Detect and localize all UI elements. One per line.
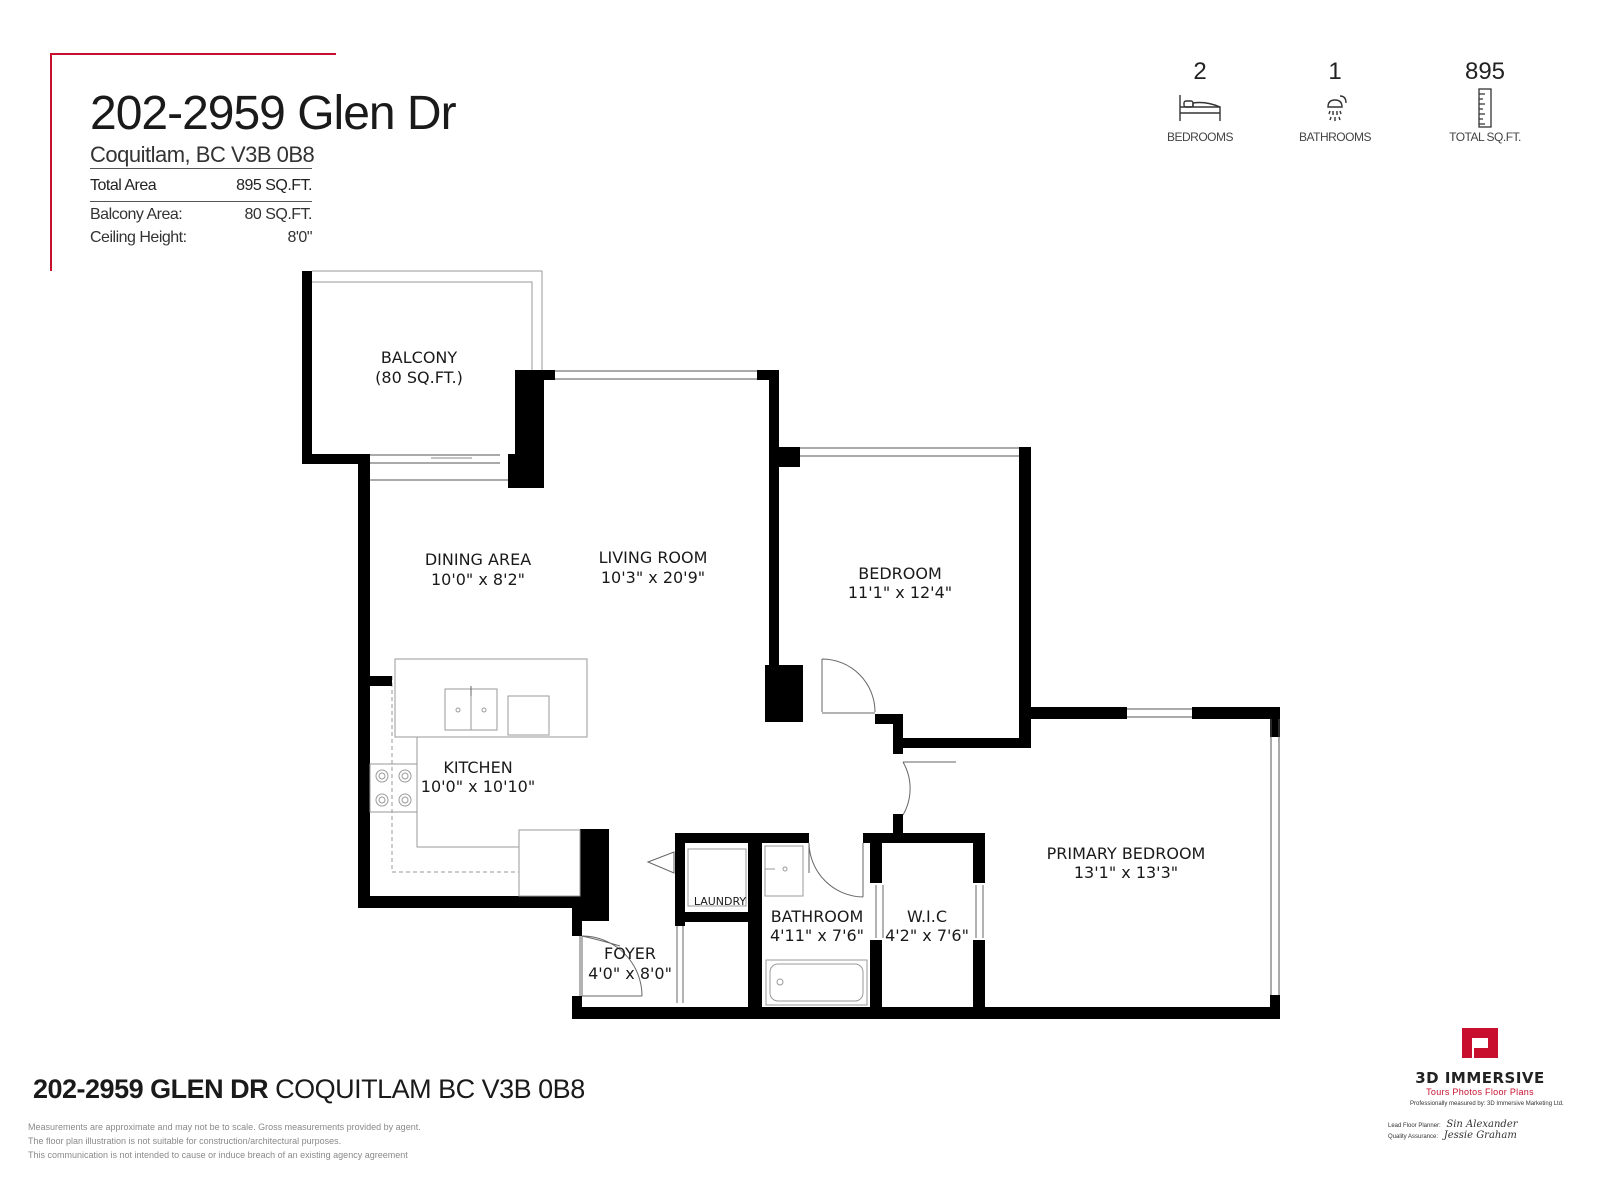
total-area-row: Total Area 895 SQ.FT. — [90, 177, 312, 195]
living-dims: 10'3" x 20'9" — [601, 568, 705, 587]
ceiling-height-value: 8'0" — [287, 229, 312, 246]
balcony-area-label: Balcony Area: — [90, 206, 183, 223]
balcony-railing — [312, 281, 533, 370]
bathroom-label: BATHROOM — [771, 907, 864, 926]
bathroom-dims: 4'11" x 7'6" — [770, 926, 864, 945]
foyer-label: FOYER — [604, 944, 656, 963]
shower-icon — [1280, 86, 1390, 130]
primary-bedroom-label: PRIMARY BEDROOM — [1047, 844, 1206, 863]
wall — [302, 454, 370, 464]
ceiling-height-label: Ceiling Height: — [90, 229, 187, 246]
qa-label: Quality Assurance: — [1388, 1134, 1439, 1140]
bedroom-door — [821, 658, 876, 713]
divider — [90, 201, 312, 202]
ceiling-height-row: Ceiling Height: 8'0" — [90, 229, 312, 247]
windows — [370, 370, 1280, 995]
wall — [302, 271, 312, 464]
dishwasher-icon — [507, 695, 550, 736]
wall — [370, 676, 392, 686]
bedrooms-label: BEDROOMS — [1166, 130, 1234, 144]
disclaimer-line: Measurements are approximate and may not… — [28, 1122, 421, 1132]
fridge-icon — [518, 829, 581, 897]
laundry-label: LAUNDRY — [694, 895, 747, 908]
divider — [90, 168, 312, 169]
primary-bedroom-door — [902, 761, 956, 816]
footer-address-rest: COQUITLAM BC V3B 0B8 — [268, 1074, 585, 1104]
header-bracket-left — [50, 53, 52, 271]
balcony-label: BALCONY — [381, 348, 458, 367]
balcony-area — [302, 270, 543, 464]
bedroom-dims: 11'1" x 12'4" — [848, 583, 952, 602]
header-bracket-top — [52, 53, 336, 55]
bath-fixtures — [687, 845, 868, 1006]
total-area-label: Total Area — [90, 177, 157, 194]
disclaimer-line: The floor plan illustration is not suita… — [28, 1136, 342, 1146]
wic-label: W.I.C — [907, 907, 947, 926]
bedrooms-stat: 2 BEDROOMS — [1145, 58, 1255, 144]
footer-address: 202-2959 GLEN DR COQUITLAM BC V3B 0B8 — [33, 1074, 585, 1105]
room-labels: BALCONY (80 SQ.FT.) DINING AREA 10'0" x … — [375, 348, 1205, 983]
brand-measured-by: Professionally measured by: 3D Immersive… — [1410, 1101, 1564, 1107]
brand-logo: 3D IMMERSIVE Tours Photos Floor Plans Pr… — [1410, 1026, 1564, 1107]
foyer-door — [581, 935, 643, 997]
kitchen-label: KITCHEN — [443, 758, 512, 777]
stove-icon — [369, 763, 418, 813]
lead-planner-signature: Sin Alexander — [1446, 1119, 1518, 1130]
kitchen-dims: 10'0" x 10'10" — [421, 777, 535, 796]
doors — [579, 658, 984, 1003]
wic-dims: 4'2" x 7'6" — [885, 926, 969, 945]
ruler-icon — [1430, 86, 1540, 130]
listing-city: Coquitlam, BC V3B 0B8 — [90, 142, 315, 167]
brand-tagline: Tours Photos Floor Plans — [1426, 1087, 1534, 1097]
footer-address-bold: 202-2959 GLEN DR — [33, 1074, 269, 1104]
brand-name: 3D IMMERSIVE — [1415, 1069, 1545, 1087]
total-sqft-count: 895 — [1464, 58, 1506, 85]
kitchen-island — [394, 658, 588, 738]
total-sqft-stat: 895 TOTAL SQ.FT. — [1430, 58, 1540, 144]
foyer-dims: 4'0" x 8'0" — [588, 964, 672, 983]
bathtub-icon — [765, 959, 868, 1006]
bathrooms-count: 1 — [1328, 58, 1342, 85]
disclaimer-line: This communication is not intended to ca… — [28, 1150, 408, 1160]
bed-icon — [1145, 86, 1255, 130]
balcony-area-value: 80 SQ.FT. — [244, 206, 312, 223]
walls — [358, 370, 1280, 1019]
closet-door — [646, 851, 675, 874]
qa-row: Quality Assurance: Jessie Graham — [1388, 1130, 1558, 1141]
primary-bedroom-dims: 13'1" x 13'3" — [1074, 863, 1178, 882]
total-sqft-label: TOTAL SQ.FT. — [1449, 130, 1521, 144]
dining-label: DINING AREA — [425, 550, 531, 569]
living-label: LIVING ROOM — [599, 548, 708, 567]
laundry-appliance — [687, 848, 747, 907]
bedrooms-count: 2 — [1193, 58, 1207, 85]
bathrooms-stat: 1 BATHROOMS — [1280, 58, 1390, 144]
lead-planner-row: Lead Floor Planner: Sin Alexander — [1388, 1119, 1558, 1130]
balcony-dims: (80 SQ.FT.) — [375, 368, 463, 387]
kitchen-fixtures — [369, 658, 588, 897]
bedroom-label: BEDROOM — [858, 564, 942, 583]
brand-logo-icon — [1462, 1028, 1498, 1058]
bathrooms-label: BATHROOMS — [1299, 130, 1371, 144]
qa-signature: Jessie Graham — [1443, 1130, 1517, 1141]
lead-planner-label: Lead Floor Planner: — [1388, 1123, 1441, 1129]
listing-address: 202-2959 Glen Dr — [90, 87, 457, 140]
total-area-value: 895 SQ.FT. — [236, 177, 312, 194]
balcony-railing — [312, 270, 543, 370]
bathroom-door — [808, 842, 864, 898]
balcony-area-row: Balcony Area: 80 SQ.FT. — [90, 206, 312, 224]
dining-dims: 10'0" x 8'2" — [431, 570, 525, 589]
vanity-icon — [764, 845, 804, 897]
